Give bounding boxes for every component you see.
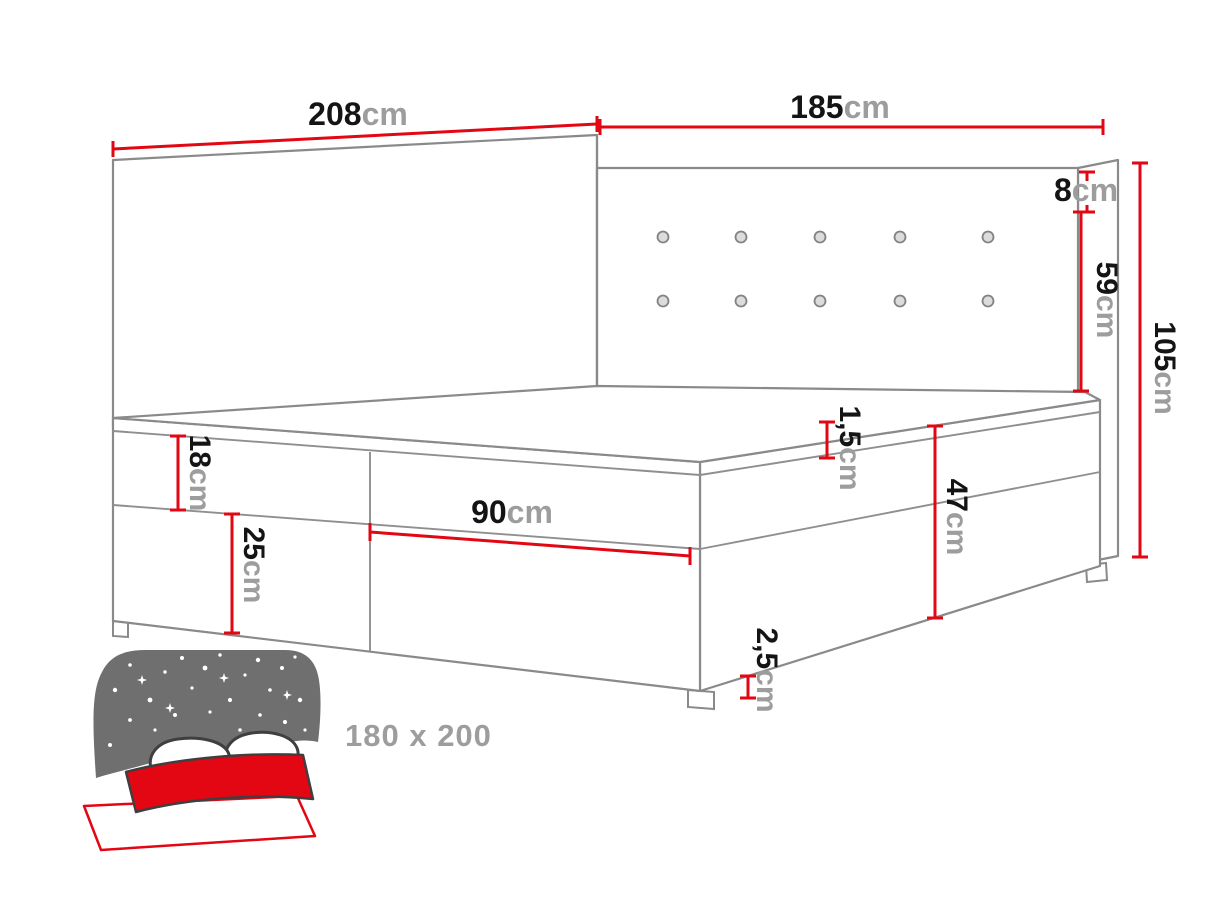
headboard-button [981, 230, 995, 244]
dimension-lines [111, 116, 1148, 700]
sparkle-star-icon [165, 703, 175, 713]
headboard-button [813, 230, 827, 244]
headboard-button [813, 294, 827, 308]
dim-label-leg-height: 2,5cm [750, 627, 783, 712]
dim-label-topper-seam: 1,5cm [833, 405, 866, 490]
sparkle-star-icon [283, 690, 292, 700]
headboard-buttons [656, 230, 995, 308]
headboard-panel [595, 166, 1080, 394]
bed-seams [112, 411, 1101, 651]
bed-leg [687, 688, 715, 711]
dim-line-side-height [927, 424, 943, 620]
dim-line-topper-seam [819, 420, 835, 460]
size-label: 180 x 200 [345, 718, 492, 753]
dim-label-headboard-above: 59cm [1090, 262, 1123, 339]
dim-line-upper-mattress [170, 434, 186, 512]
headboard-button [893, 294, 907, 308]
headboard-button [656, 230, 670, 244]
dim-line-lower-base [224, 512, 240, 635]
headboard-button [656, 294, 670, 308]
dim-line-width-top [598, 119, 1105, 135]
bed-night-icon [82, 650, 321, 852]
dim-line-length-top [111, 116, 599, 157]
dim-label-width-top: 185cm [790, 89, 890, 125]
dim-label-length-top: 208cm [308, 96, 408, 132]
headboard-button [981, 294, 995, 308]
room-panels [111, 133, 1120, 566]
dim-line-leg-height [740, 674, 756, 700]
dim-label-upper-mattress: 18cm [183, 435, 216, 512]
dim-label-headboard-total: 105cm [1148, 321, 1181, 414]
dim-line-headboard-above [1073, 210, 1089, 393]
dim-label-headboard-cap: 8cm [1054, 172, 1118, 208]
mattress-top-surface [111, 384, 1102, 464]
dim-label-lower-base: 25cm [237, 527, 270, 604]
headboard-button [734, 230, 748, 244]
dim-line-drawer-length [368, 523, 692, 565]
dim-label-drawer-length: 90cm [471, 494, 553, 530]
headboard-button [893, 230, 907, 244]
icon-bed-base [82, 794, 317, 852]
icon-red-mattress [124, 753, 315, 814]
sparkle-star-icon [137, 675, 147, 685]
dimension-labels: 208cm 185cm 8cm 59cm 105cm 18cm 25cm 90c… [183, 89, 1181, 713]
stars [108, 653, 307, 747]
left-wall-panel [111, 133, 599, 430]
dim-label-side-height: 47cm [940, 479, 973, 556]
dim-line-headboard-total [1132, 161, 1148, 559]
sparkle-star-icon [219, 673, 229, 683]
headboard-button [734, 294, 748, 308]
bed-body [111, 384, 1102, 693]
